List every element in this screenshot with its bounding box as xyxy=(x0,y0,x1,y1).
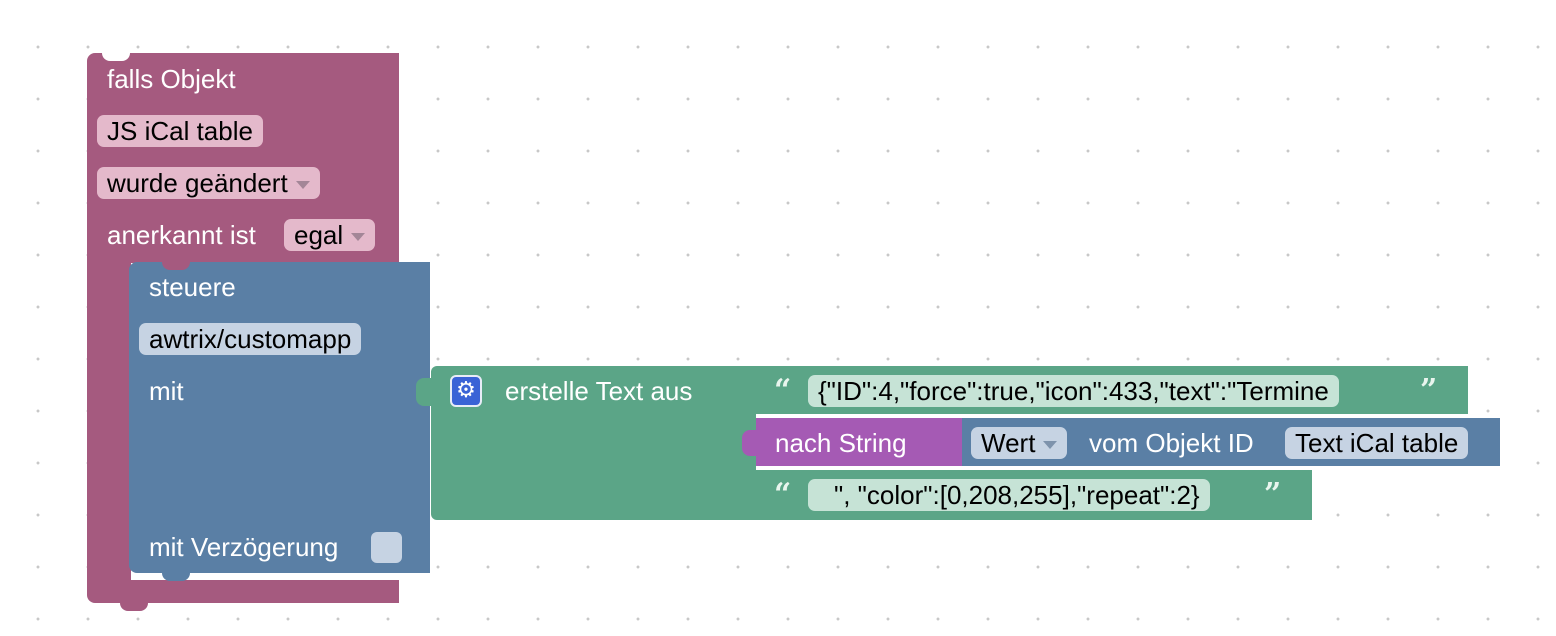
control-with-label: mit xyxy=(149,376,184,406)
open-quote-icon: “ xyxy=(774,477,792,512)
control-bottom-notch xyxy=(162,573,190,581)
close-quote-icon: ” xyxy=(1264,477,1282,512)
trigger-block-footer[interactable] xyxy=(87,580,399,603)
get-value-label: vom Objekt ID xyxy=(1089,428,1254,458)
join-label: erstelle Text aus xyxy=(505,376,693,406)
join-left-tab xyxy=(416,378,432,406)
join-block[interactable] xyxy=(431,366,756,520)
text-2-field[interactable]: ", "color":[0,208,255],"repeat":2} xyxy=(808,479,1210,511)
control-title: steuere xyxy=(149,272,236,302)
value-attribute-value: Wert xyxy=(981,428,1036,458)
trigger-bottom-notch xyxy=(120,603,148,611)
text-1-field[interactable]: {"ID":4,"force":true,"icon":433,"text":"… xyxy=(808,375,1339,407)
join-gear-button[interactable]: ⚙ xyxy=(450,375,482,407)
control-block[interactable] xyxy=(129,262,430,573)
trigger-title: falls Objekt xyxy=(107,64,236,94)
trigger-top-notch xyxy=(102,53,130,61)
to-string-label: nach String xyxy=(775,428,907,458)
trigger-event-value: wurde geändert xyxy=(107,168,288,198)
close-quote-icon: ” xyxy=(1420,373,1438,408)
trigger-ack-dropdown[interactable]: egal xyxy=(284,219,376,251)
control-object-field[interactable]: awtrix/customapp xyxy=(139,323,362,355)
trigger-object-field[interactable]: JS iCal table xyxy=(97,115,263,147)
get-value-object-field[interactable]: Text iCal table xyxy=(1285,427,1469,459)
trigger-ack-value: egal xyxy=(294,220,344,250)
delay-checkbox[interactable] xyxy=(371,532,402,563)
trigger-ack-label: anerkannt ist xyxy=(107,220,256,250)
chevron-down-icon xyxy=(351,233,366,242)
control-delay-label: mit Verzögerung xyxy=(149,532,339,562)
chevron-down-icon xyxy=(295,181,310,190)
chevron-down-icon xyxy=(1043,441,1058,450)
value-attribute-dropdown[interactable]: Wert xyxy=(971,427,1068,459)
trigger-block-left-arm[interactable] xyxy=(87,262,131,582)
open-quote-icon: “ xyxy=(774,373,792,408)
gear-icon: ⚙ xyxy=(456,378,476,403)
control-top-notch xyxy=(162,262,190,270)
to-string-block[interactable] xyxy=(756,418,966,466)
trigger-event-dropdown[interactable]: wurde geändert xyxy=(97,167,320,199)
to-string-left-tab xyxy=(742,430,758,456)
